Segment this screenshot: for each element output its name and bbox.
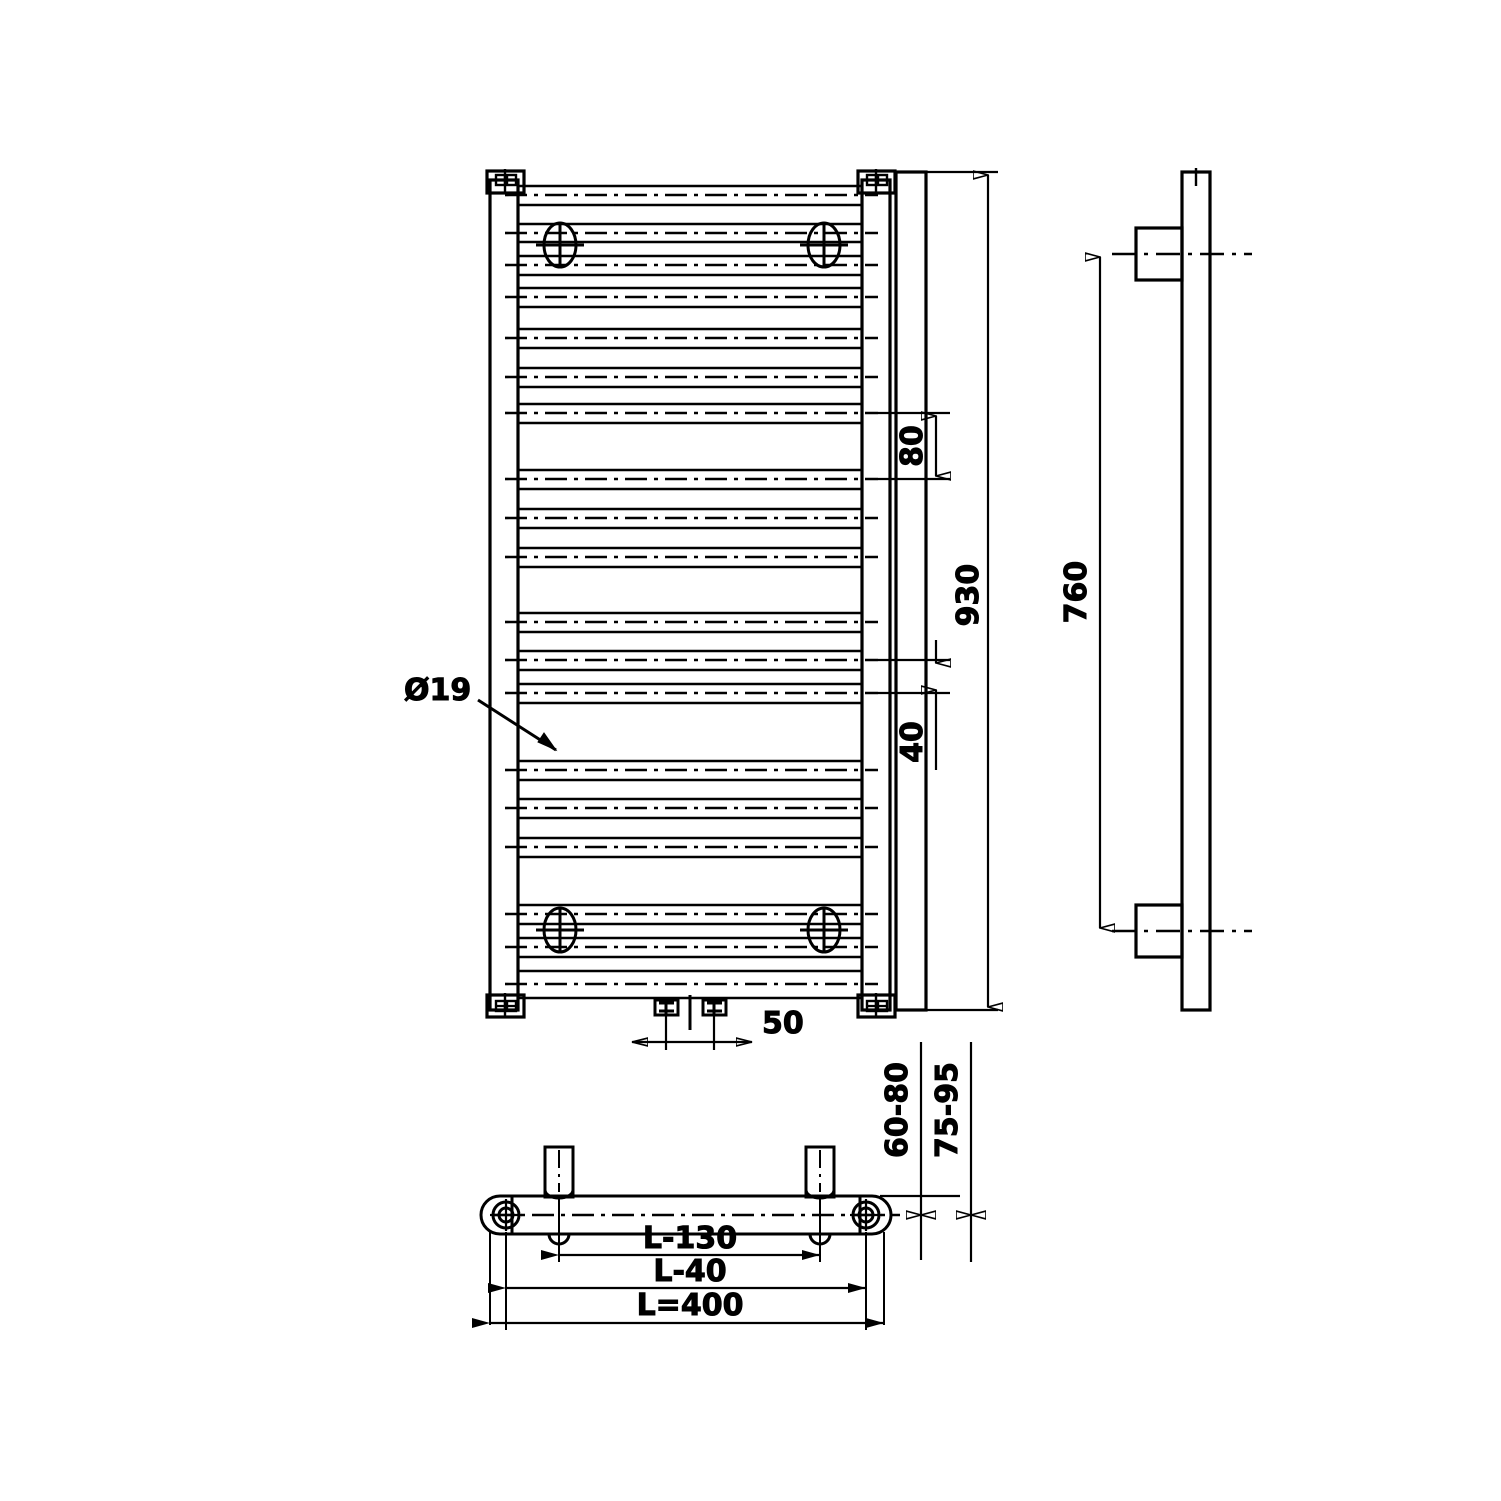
dimension-60-80-label: 60-80 xyxy=(880,1062,915,1158)
dimension-60-80 xyxy=(880,1042,960,1260)
dimension-40 xyxy=(878,640,950,770)
top-view-extension-lines xyxy=(489,1197,885,1330)
left-vertical-post xyxy=(488,178,520,1012)
dimension-L130-label: L-130 xyxy=(643,1221,737,1256)
top-view-end-left xyxy=(479,1194,522,1236)
rail-centrelines xyxy=(505,193,878,986)
dimension-760-label: 760 xyxy=(1059,561,1094,624)
dimension-50 xyxy=(632,1015,752,1050)
front-view xyxy=(485,169,897,1030)
diameter-leader xyxy=(477,698,558,752)
connector-upper-left xyxy=(536,221,584,269)
dimension-930-label: 930 xyxy=(951,564,986,627)
connector-upper-right xyxy=(800,221,848,269)
dimension-80 xyxy=(878,413,950,479)
dimension-L400-label: L=400 xyxy=(637,1288,744,1323)
bracket-bottom-right xyxy=(856,993,897,1019)
dimension-40-label: 40 xyxy=(895,721,930,763)
diameter-label: Ø19 xyxy=(404,673,471,708)
right-vertical-post xyxy=(860,178,892,1012)
dimension-80-label: 80 xyxy=(895,425,930,467)
dimension-930 xyxy=(896,172,998,1010)
bracket-top-left xyxy=(485,169,526,195)
dimension-50-label: 50 xyxy=(762,1006,804,1041)
connector-lower-right xyxy=(800,906,848,954)
side-view xyxy=(1112,168,1252,1012)
connector-lower-left xyxy=(536,906,584,954)
dimension-75-95-label: 75-95 xyxy=(930,1062,965,1158)
top-view-end-right xyxy=(850,1194,893,1236)
bracket-bottom-left xyxy=(485,993,526,1019)
rail-group xyxy=(518,184,862,1000)
dimension-L40-label: L-40 xyxy=(653,1254,726,1289)
front-side-profile xyxy=(894,170,928,1012)
top-view xyxy=(479,1145,900,1330)
